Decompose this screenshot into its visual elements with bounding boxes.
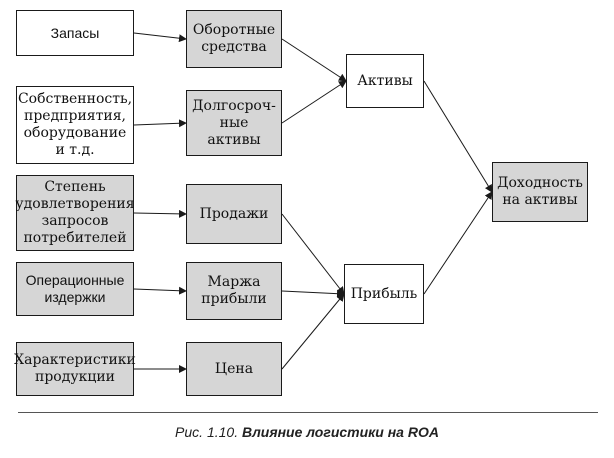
node-dolgo: Долгосроч- ные активы	[186, 90, 282, 156]
caption-title: Влияние логистики на ROA	[241, 424, 439, 440]
node-harakt: Характеристики продукции	[14, 342, 136, 396]
node-oper: Операционные издержки	[16, 262, 134, 316]
edge-dolgo-to-aktivy	[281, 80, 347, 124]
node-dolgo-label: Долгосроч- ные активы	[192, 97, 276, 148]
node-sobstv-label: Собственность, предприятия, оборудование…	[17, 91, 133, 158]
node-stepen-label: Степень удовлетворения запросов потребит…	[15, 179, 135, 246]
edge-prodazhi-to-pribyl	[281, 213, 345, 295]
node-marzha: Маржа прибыли	[186, 262, 282, 320]
node-stepen: Степень удовлетворения запросов потребит…	[15, 175, 135, 251]
node-oper-label: Операционные издержки	[25, 272, 125, 305]
edge-oborot-to-aktivy	[281, 38, 347, 82]
edge-sobstv-to-dolgo	[133, 119, 187, 128]
node-dohod: Доходность на активы	[492, 162, 588, 222]
node-prodazhi-label: Продажи	[199, 205, 269, 222]
node-zapasy-label: Запасы	[50, 24, 100, 41]
node-aktivy: Активы	[346, 54, 424, 108]
node-cena-label: Цена	[214, 360, 254, 377]
edge-aktivy-to-dohod	[423, 80, 493, 193]
node-pribyl-label: Прибыль	[350, 285, 418, 302]
node-harakt-label: Характеристики продукции	[14, 352, 136, 385]
node-aktivy-label: Активы	[357, 72, 413, 89]
node-sobstv: Собственность, предприятия, оборудование…	[16, 86, 134, 164]
edge-marzha-to-pribyl	[281, 289, 345, 298]
node-pribyl: Прибыль	[344, 264, 424, 324]
node-prodazhi: Продажи	[186, 184, 282, 244]
node-zapasy: Запасы	[16, 10, 134, 56]
edge-cena-to-pribyl	[281, 293, 345, 370]
edge-zapasy-to-oborot	[133, 32, 187, 43]
figure-caption: Рис. 1.10. Влияние логистики на ROA	[0, 424, 614, 440]
caption-prefix: Рис. 1.10.	[175, 424, 239, 440]
edge-pribyl-to-dohod	[423, 191, 493, 295]
edge-stepen-to-prodazhi	[133, 209, 187, 218]
node-oborot: Оборотные средства	[186, 10, 282, 68]
edge-oper-to-marzha	[133, 286, 187, 295]
node-cena: Цена	[186, 342, 282, 396]
node-dohod-label: Доходность на активы	[497, 175, 583, 208]
node-marzha-label: Маржа прибыли	[201, 274, 267, 307]
caption-divider	[18, 412, 598, 413]
node-oborot-label: Оборотные средства	[192, 22, 276, 55]
